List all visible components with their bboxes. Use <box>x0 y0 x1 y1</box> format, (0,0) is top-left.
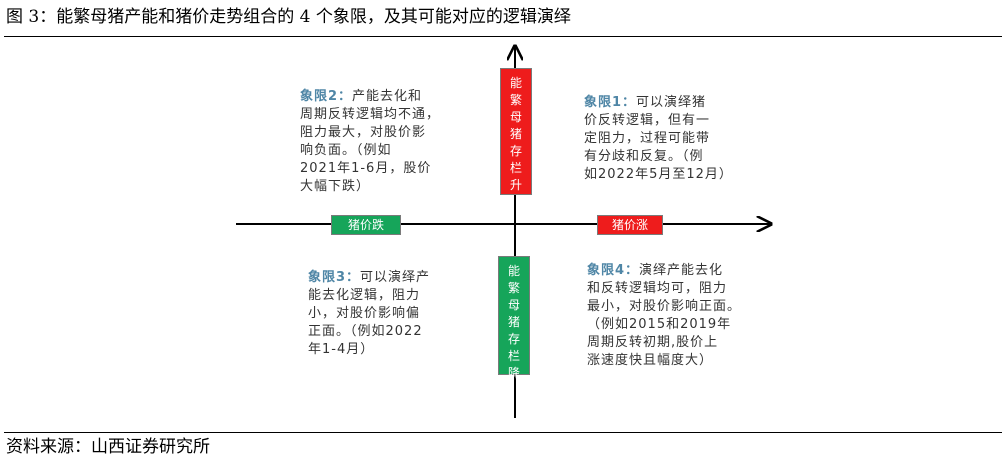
quadrant-3-heading: 象限3： <box>308 270 361 285</box>
quadrant-4-line: （例如2015和2019年 <box>587 317 732 332</box>
pig-price-up-box: 猪价涨 <box>597 215 663 235</box>
quadrant-4-heading: 象限4： <box>587 263 640 278</box>
quadrant-4-line: 周期反转初期,股价上 <box>587 335 719 350</box>
quadrant-2-line: 周期反转逻辑均不通， <box>300 107 441 122</box>
quadrant-4-text: 象限4：演绎产能去化 和反转逻辑均可，阻力 最小，对股价影响正面。 （例如201… <box>587 262 741 370</box>
pig-price-up-label: 猪价涨 <box>611 218 648 232</box>
quadrant-1-line: 可以演绎猪 <box>636 95 707 110</box>
quadrant-4-line: 演绎产能去化 <box>639 263 724 278</box>
quadrant-1-line: 有分歧和反复。（例 <box>584 149 704 164</box>
figure-title: 图 3：能繁母猪产能和猪价走势组合的 4 个象限，及其可能对应的逻辑演绎 <box>6 7 571 27</box>
sow-inventory-up-box: 能繁母猪存栏升 <box>500 68 532 195</box>
quadrant-2-line: 2021年1-6月，股价 <box>300 161 432 176</box>
quadrant-1-text: 象限1：可以演绎猪 价反转逻辑，但有一 定阻力，过程可能带 有分歧和反复。（例 … <box>584 94 733 184</box>
sow-inventory-down-box: 能繁母猪存栏降 <box>498 256 530 380</box>
quadrant-4-line: 涨速度快且幅度大） <box>587 353 714 368</box>
sow-inventory-down-label: 能繁母猪存栏降 <box>508 264 521 380</box>
pig-price-down-box: 猪价跌 <box>331 215 401 235</box>
quadrant-1-heading: 象限1： <box>584 95 637 110</box>
quadrant-2-line: 大幅下跌） <box>300 179 371 194</box>
source-note: 资料来源：山西证券研究所 <box>6 437 210 457</box>
quadrant-3-line: 能去化逻辑，阻力 <box>308 288 421 303</box>
quadrant-1-line: 如2022年5月至12月） <box>584 167 733 182</box>
quadrant-3-line: 正面。（例如2022 <box>308 324 423 339</box>
quadrant-3-text: 象限3：可以演绎产 能去化逻辑，阻力 小，对股价影响偏 正面。（例如2022 年… <box>308 269 430 359</box>
quadrant-4-line: 和反转逻辑均可，阻力 <box>587 281 728 296</box>
top-rule <box>4 36 1002 37</box>
quadrant-3-line: 可以演绎产 <box>360 270 431 285</box>
quadrant-2-line: 产能去化和 <box>352 89 423 104</box>
quadrant-2-heading: 象限2： <box>300 89 353 104</box>
quadrant-4-line: 最小，对股价影响正面。 <box>587 299 742 314</box>
quadrant-1-line: 价反转逻辑，但有一 <box>584 113 711 128</box>
quadrant-3-line: 小，对股价影响偏 <box>308 306 421 321</box>
pig-price-down-label: 猪价跌 <box>347 218 384 232</box>
bottom-rule <box>4 432 1002 433</box>
quadrant-2-text: 象限2：产能去化和 周期反转逻辑均不通， 阻力最大，对股价影 响负面。（例如 2… <box>300 88 440 196</box>
quadrant-1-line: 定阻力，过程可能带 <box>584 131 711 146</box>
sow-inventory-up-label: 能繁母猪存栏升 <box>510 76 523 192</box>
quadrant-2-line: 响负面。（例如 <box>300 143 392 158</box>
quadrant-3-line: 年1-4月） <box>308 342 375 357</box>
quadrant-2-line: 阻力最大，对股价影 <box>300 125 427 140</box>
